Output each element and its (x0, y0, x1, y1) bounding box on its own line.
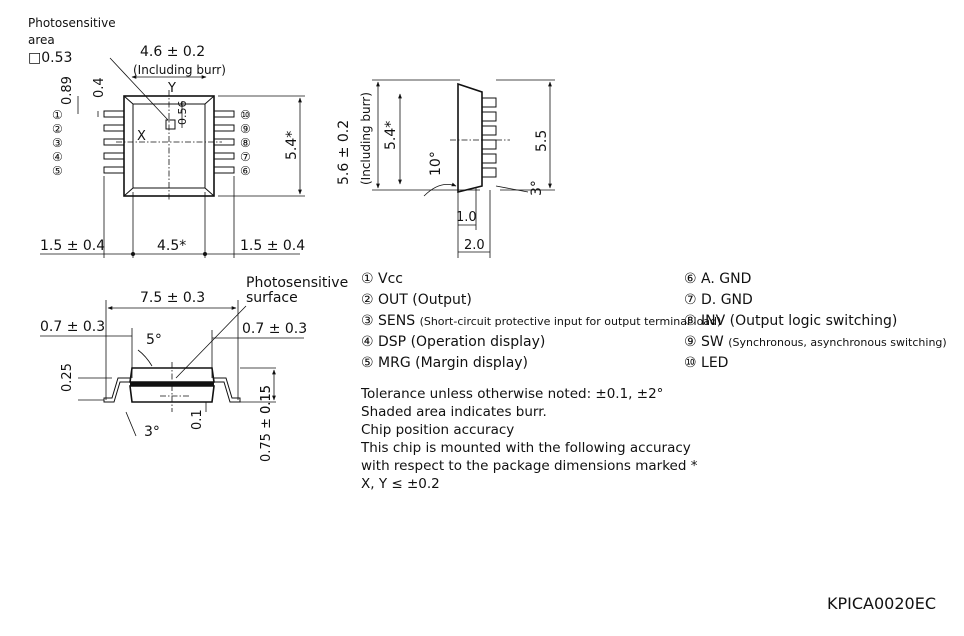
front-angle-5: 5° (146, 332, 162, 348)
front-lead-left (103, 377, 130, 403)
legend-item-4: ④ DSP (Operation display) (361, 334, 546, 350)
front-burr (130, 382, 214, 386)
pin-num-2: ② (52, 122, 63, 136)
front-left-dim: 0.7 ± 0.3 (40, 319, 105, 335)
legend-item-7: ⑦ D. GND (684, 292, 753, 308)
dim-075: 0.75 ± 0.15 (259, 385, 274, 462)
pin-num-8: ⑧ (240, 136, 251, 150)
top-height-dim: 5.4* (284, 131, 300, 160)
note-accuracy-2: with respect to the package dimensions m… (361, 458, 698, 474)
top-view: Photosensitive area □0.53 4.6 ± 0.2 (Inc… (28, 16, 305, 258)
side-including-burr: (Including burr) (359, 92, 373, 185)
legend-item-2: ② OUT (Output) (361, 292, 472, 308)
legend-item-1: ① Vcc (361, 271, 403, 287)
dim-01: 0.1 (190, 409, 205, 430)
pin-num-7: ⑦ (240, 150, 251, 164)
legend-item-9: ⑨ SW (Synchronous, asynchronous switchin… (684, 334, 947, 350)
legend-item-5: ⑤ MRG (Margin display) (361, 355, 529, 371)
top-right-dim: 1.5 ± 0.4 (240, 238, 305, 254)
surface-label-1: Photosensitive (246, 275, 348, 291)
side-angle-3: 3° (529, 180, 545, 196)
legend-item-8: ⑧ INV (Output logic switching) (684, 313, 898, 329)
dim-04: 0.4 (92, 77, 107, 98)
legend-item-10: ⑩ LED (684, 355, 729, 371)
pin-num-4: ④ (52, 150, 63, 164)
pin-num-9: ⑨ (240, 122, 251, 136)
side-dim-10: 1.0 (456, 210, 477, 225)
front-angle-3: 3° (144, 424, 160, 440)
photosensitive-area-label-2: area (28, 33, 55, 47)
side-view: 5.6 ± 0.2 (Including burr) 5.4* 5.5 10° … (336, 79, 555, 258)
axis-y-label: Y (167, 81, 176, 96)
dim-025: 0.25 (60, 363, 75, 392)
top-width-dim: 4.6 ± 0.2 (140, 44, 205, 60)
side-dim-20: 2.0 (464, 238, 485, 253)
photosensitive-area-size: □0.53 (28, 50, 72, 66)
legend-item-3: ③ SENS (Short-circuit protective input f… (361, 313, 722, 329)
top-center-dim: 4.5* (157, 238, 186, 254)
side-leads (481, 97, 497, 178)
note-accuracy-title: Chip position accuracy (361, 422, 515, 438)
side-dim-55: 5.5 (534, 130, 550, 152)
pin-num-1: ① (52, 108, 63, 122)
side-dim-54: 5.4* (383, 121, 399, 150)
area-leader (109, 57, 169, 121)
pin-num-5: ⑤ (52, 164, 63, 178)
note-accuracy-3: X, Y ≤ ±0.2 (361, 476, 440, 492)
surface-label-2: surface (246, 290, 298, 306)
legend-item-6: ⑥ A. GND (684, 271, 752, 287)
pin-num-3: ③ (52, 136, 63, 150)
side-angle-10: 10° (428, 151, 444, 176)
side-body (457, 82, 483, 194)
note-tolerance: Tolerance unless otherwise noted: ±0.1, … (361, 386, 664, 402)
pin-num-6: ⑥ (240, 164, 251, 178)
top-left-pins (103, 110, 125, 174)
front-view: 7.5 ± 0.3 Photosensitive surface 0.7 ± 0… (40, 275, 348, 462)
pin-num-10: ⑩ (240, 108, 251, 122)
axis-x-label: X (137, 129, 146, 144)
front-lead-right (214, 377, 241, 403)
dim-015: 0.15 (259, 385, 274, 414)
drawing-code: KPICA0020EC (827, 594, 936, 613)
dim-056: 0.56 (176, 101, 189, 126)
photosensitive-area-square (165, 119, 176, 130)
photosensitive-area-label-1: Photosensitive (28, 16, 116, 30)
note-accuracy-1: This chip is mounted with the following … (361, 440, 691, 456)
side-height-dim: 5.6 ± 0.2 (336, 120, 352, 185)
front-right-dim: 0.7 ± 0.3 (242, 321, 307, 337)
note-burr: Shaded area indicates burr. (361, 404, 547, 420)
top-including-burr: (Including burr) (133, 63, 226, 77)
dim-089: 0.89 (60, 76, 75, 105)
surface-leader (175, 305, 247, 379)
top-left-dim: 1.5 ± 0.4 (40, 238, 105, 254)
front-width-dim: 7.5 ± 0.3 (140, 290, 205, 306)
front-body-bottom (129, 385, 215, 403)
top-right-pins (213, 110, 235, 174)
